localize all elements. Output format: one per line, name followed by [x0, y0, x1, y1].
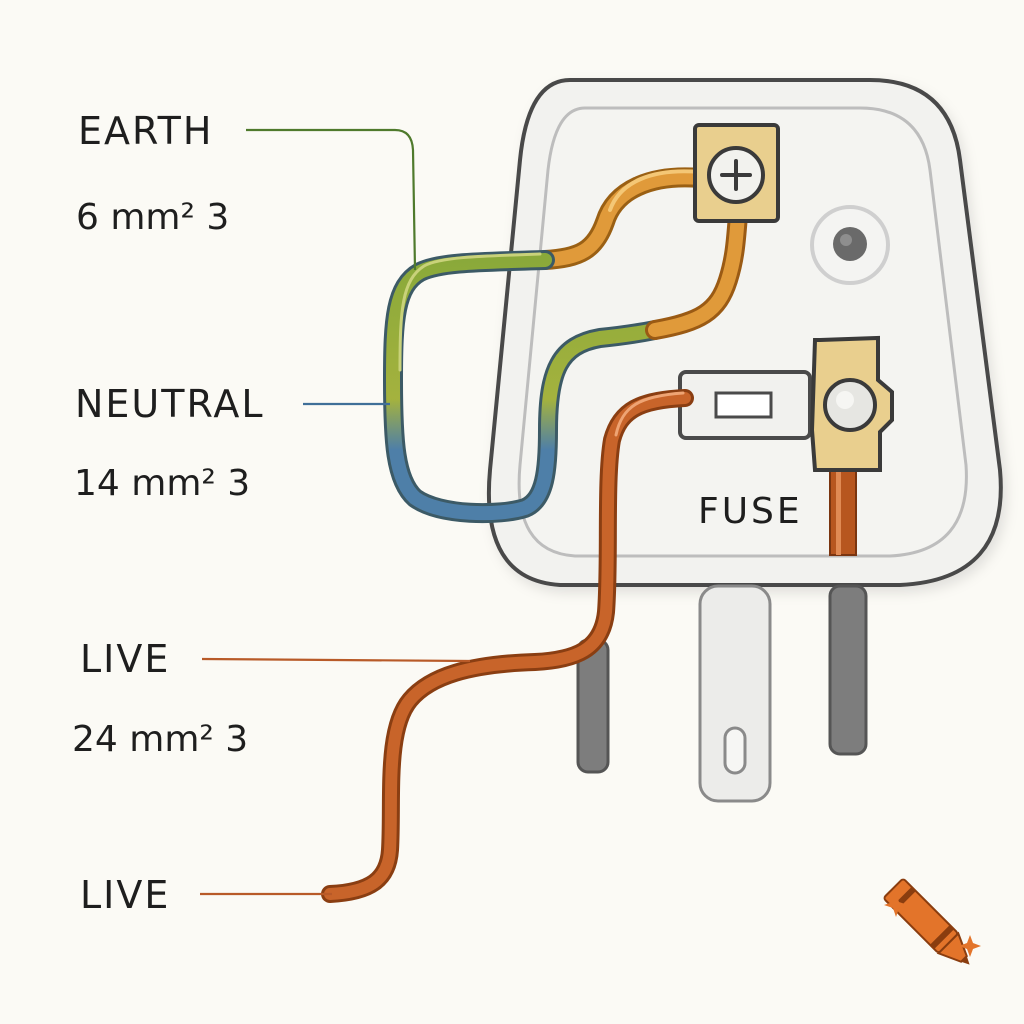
earth-connector-line [246, 128, 417, 271]
earth-label: EARTH [78, 109, 214, 153]
earth-size-label: 6 mm² 3 [76, 197, 230, 238]
neutral-label: NEUTRAL [75, 382, 265, 426]
right-pin [828, 584, 868, 756]
crayon-logo-icon [883, 878, 970, 965]
label-connectors [200, 128, 471, 896]
fuse-holder [678, 370, 812, 440]
plug-pins [576, 584, 868, 803]
screw-icon [707, 146, 765, 204]
live-upper-connector-line [201, 657, 471, 663]
live-upper-size-label: 24 mm² 3 [72, 719, 249, 760]
sparkle-icon [884, 893, 981, 957]
live-terminal [809, 335, 894, 472]
neutral-size-label: 14 mm² 3 [74, 463, 251, 504]
live-upper-label: LIVE [80, 637, 171, 681]
center-pin-slot [723, 726, 747, 775]
cord-grip-icon [810, 205, 890, 285]
fuse-label: FUSE [698, 491, 803, 532]
center-pin [698, 584, 772, 803]
live-wire [321, 389, 857, 903]
live-lower-label: LIVE [80, 873, 171, 917]
earth-neutral-wire [382, 167, 748, 524]
earth-terminal [693, 123, 780, 223]
